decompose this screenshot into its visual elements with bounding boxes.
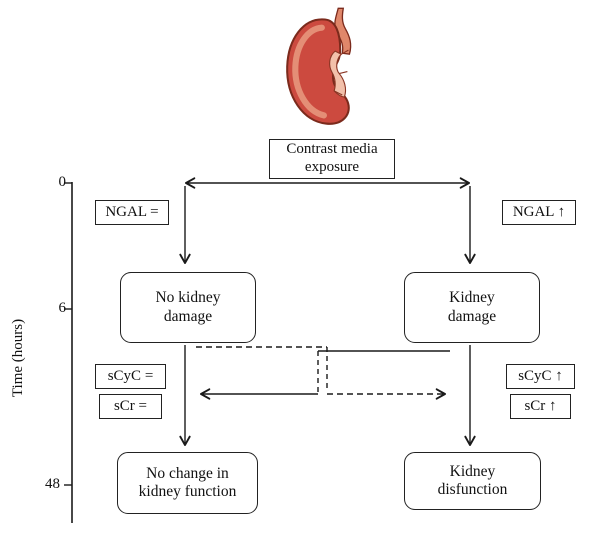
- kidney-illustration: [286, 7, 352, 125]
- node-no-change-kidney-function: No change in kidney function: [117, 452, 258, 514]
- kidney-highlight: [292, 24, 327, 119]
- node-no-kidney-damage: No kidney damage: [120, 272, 256, 343]
- kidney-calyx-branches: [333, 49, 349, 96]
- node-contrast-exposure-line1: Contrast media: [286, 141, 378, 158]
- axis-title-time-hours: Time (hours): [10, 318, 26, 398]
- node-no-change-line1: No change in: [146, 464, 229, 482]
- axis-tick-label-0: 0: [58, 174, 67, 190]
- marker-scyc-elevated: sCyC ↑: [506, 364, 575, 389]
- node-contrast-exposure: Contrast media exposure: [269, 139, 395, 179]
- node-no-kidney-damage-line1: No kidney: [155, 289, 221, 307]
- node-no-kidney-damage-line2: damage: [163, 307, 213, 325]
- node-kidney-damage-line1: Kidney: [449, 289, 495, 307]
- kidney-pelvis: [329, 50, 347, 98]
- axis-tick-label-6: 6: [58, 300, 67, 316]
- node-kidney-disfunction-line1: Kidney: [449, 462, 496, 480]
- node-no-change-line2: kidney function: [138, 483, 237, 500]
- marker-ngal-normal: NGAL =: [95, 200, 169, 225]
- node-kidney-disfunction-line2: disfunction: [437, 481, 508, 498]
- node-kidney-damage-line2: damage: [447, 307, 497, 325]
- marker-ngal-elevated: NGAL ↑: [502, 200, 576, 225]
- marker-scyc-normal: sCyC =: [95, 364, 166, 389]
- marker-scr-normal: sCr =: [99, 394, 162, 419]
- axis-tick-label-48: 48: [45, 476, 60, 492]
- marker-scr-elevated: sCr ↑: [510, 394, 571, 419]
- node-kidney-damage: Kidney damage: [404, 272, 540, 343]
- node-contrast-exposure-line2: exposure: [304, 159, 360, 175]
- node-kidney-disfunction: Kidney disfunction: [404, 452, 541, 510]
